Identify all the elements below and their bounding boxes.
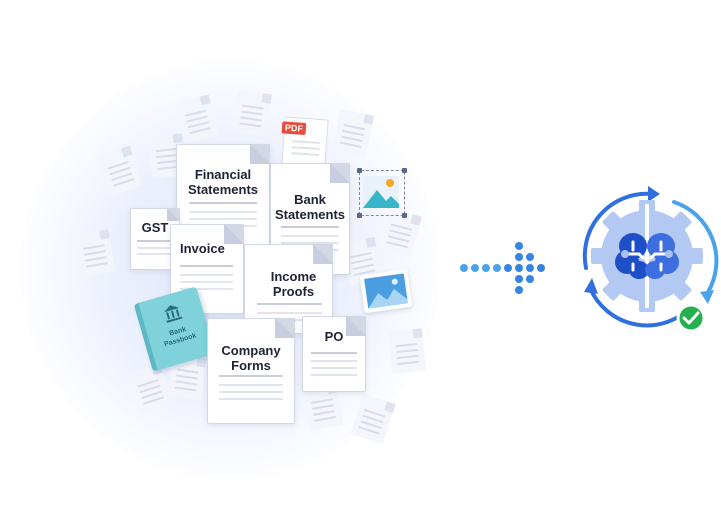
document-gst: GST [130,208,180,270]
doc-title: Company Forms [221,343,281,373]
arrow-dots [460,242,545,294]
passbook-label: Bank Passbook [163,325,198,349]
photo-icon [359,268,413,314]
check-circle-icon [676,303,706,330]
ghost-document [74,229,116,277]
doc-title: GST [141,220,169,235]
doc-title: Financial Statements [187,167,259,197]
bank-passbook: Bank Passbook [133,286,216,372]
ai-brain-gear-icon [582,186,719,330]
doc-title: Income Proofs [270,269,317,299]
doc-title: Bank Statements [274,192,346,222]
image-icon [363,176,399,208]
pdf-file-icon: PDF [281,116,329,168]
document-invoice: Invoice [170,224,244,314]
ghost-document [387,328,427,374]
bank-icon [163,305,183,323]
doc-title: Invoice [180,241,225,256]
document-company-forms: Company Forms [207,318,295,424]
document-po: PO [302,316,366,392]
doc-title: PO [324,329,344,344]
ghost-document [232,89,272,137]
pdf-badge: PDF [281,121,307,136]
image-selection-icon [357,168,407,218]
